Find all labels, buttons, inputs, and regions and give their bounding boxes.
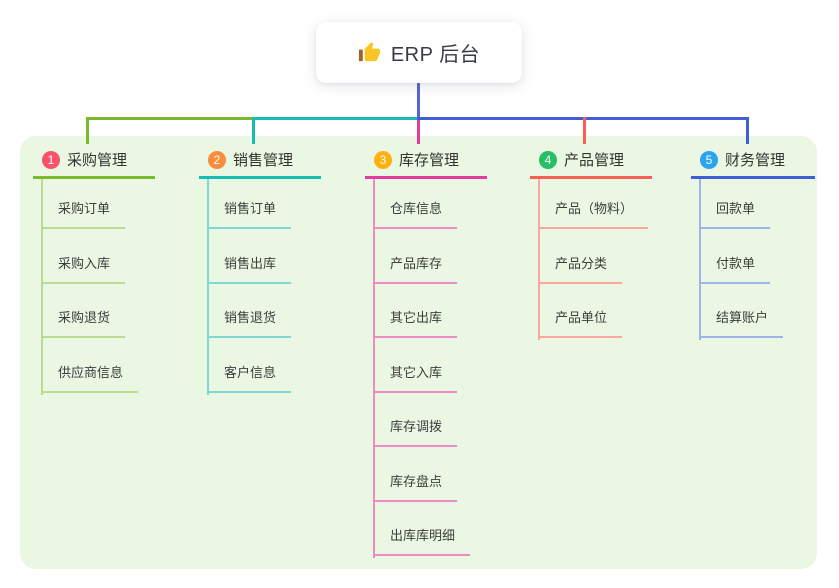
mindmap-node[interactable]: 采购退货 (41, 309, 126, 338)
branch-badge-2: 2 (208, 150, 226, 169)
connector-drop-inventory (417, 120, 420, 144)
mindmap-node[interactable]: 供应商信息 (41, 364, 139, 393)
branch-badge-5: 5 (700, 150, 718, 169)
branch-badge-1: 1 (42, 150, 60, 169)
mindmap-node[interactable]: 库存盘点 (373, 473, 458, 502)
mindmap-node[interactable]: 其它入库 (373, 364, 458, 393)
root-node-erp[interactable]: ERP 后台 (316, 22, 522, 83)
mindmap-node[interactable]: 销售订单 (207, 200, 292, 229)
mindmap-node[interactable]: 销售出库 (207, 255, 292, 284)
mindmap-node[interactable]: 采购订单 (41, 200, 126, 229)
mindmap-node[interactable]: 产品库存 (373, 255, 458, 284)
connector-drop-purchase (86, 117, 89, 144)
branch-head-purchase[interactable]: 1 采购管理 (33, 149, 155, 179)
mindmap-node[interactable]: 其它出库 (373, 309, 458, 338)
connector-bus-sales (252, 117, 420, 120)
branch-head-sales[interactable]: 2 销售管理 (199, 149, 321, 179)
mindmap-node[interactable]: 仓库信息 (373, 200, 458, 229)
mindmap-node[interactable]: 出库库明细 (373, 527, 471, 556)
branch-head-finance[interactable]: 5 财务管理 (691, 149, 815, 179)
thumbs-up-icon (358, 41, 380, 62)
root-title: ERP 后台 (390, 44, 481, 66)
mindmap-node[interactable]: 产品单位 (538, 309, 623, 338)
branch-badge-4: 4 (539, 150, 557, 169)
mindmap-node[interactable]: 采购入库 (41, 255, 126, 284)
mindmap-node[interactable]: 产品分类 (538, 255, 623, 284)
mindmap-node[interactable]: 付款单 (699, 255, 771, 284)
branch-label: 财务管理 (725, 152, 786, 169)
branch-child-line (699, 179, 701, 340)
branch-badge-3: 3 (374, 150, 392, 169)
mindmap-node[interactable]: 回款单 (699, 200, 771, 229)
branch-label: 产品管理 (564, 152, 625, 169)
mindmap-node[interactable]: 结算账户 (699, 309, 784, 338)
branch-child-line (373, 179, 375, 558)
mindmap-node[interactable]: 库存调拨 (373, 418, 458, 447)
branch-label: 销售管理 (233, 152, 294, 169)
branch-head-inventory[interactable]: 3 库存管理 (365, 149, 487, 179)
branch-label: 库存管理 (399, 152, 460, 169)
mindmap-node[interactable]: 销售退货 (207, 309, 292, 338)
mindmap-node[interactable]: 产品（物料） (538, 200, 649, 229)
branch-label: 采购管理 (67, 152, 128, 169)
branch-head-product[interactable]: 4 产品管理 (530, 149, 652, 179)
mindmap-panel (20, 136, 817, 569)
connector-drop-product (583, 117, 586, 144)
connector-bus-purchase (86, 117, 254, 120)
connector-drop-sales (252, 117, 255, 144)
mindmap-node[interactable]: 客户信息 (207, 364, 292, 393)
branch-child-line (207, 179, 209, 395)
branch-child-line (41, 179, 43, 395)
connector-drop-finance (746, 117, 749, 144)
connector-root-vertical (417, 83, 420, 119)
branch-child-line (538, 179, 540, 340)
